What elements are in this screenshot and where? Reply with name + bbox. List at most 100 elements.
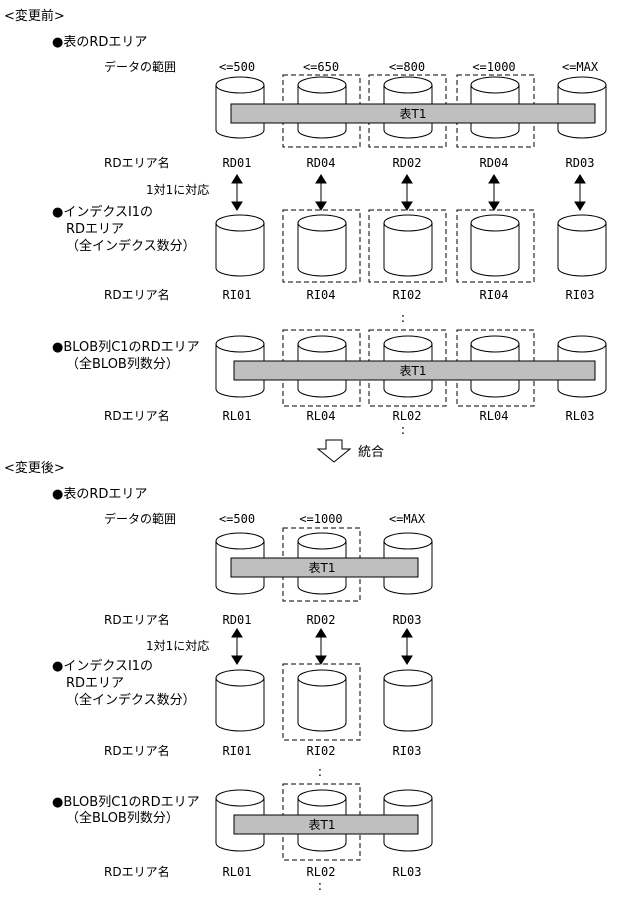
index-heading-line: ●インデクスI1の (52, 658, 153, 674)
blob-area-name: RL02 (393, 409, 422, 423)
rd-area-name: RD02 (307, 613, 336, 627)
before-double-arrows (231, 174, 586, 211)
range-label: <=500 (219, 60, 255, 74)
after-blob-row: 表T1 (215, 783, 433, 861)
index-heading-line: ●インデクスI1の (52, 204, 153, 220)
before-range-labels: <=500 <=650 <=800 <=1000 <=MAX (219, 60, 599, 74)
index-area-name: RI03 (393, 744, 422, 758)
cylinder (215, 214, 265, 277)
rd-area-name: RD03 (393, 613, 422, 627)
range-label: <=MAX (389, 512, 426, 526)
rd-area-name-label: RDエリア名 (104, 155, 170, 170)
index-heading-line: （全インデクス数分） (66, 692, 196, 708)
blob-rd-area-name-label: RDエリア名 (104, 864, 170, 879)
after-table-row: 表T1 (215, 527, 433, 602)
after-heading: <変更後> (4, 460, 65, 476)
cylinder (297, 532, 347, 595)
rd-area-name: RD02 (393, 156, 422, 170)
before-data-range-label: データの範囲 (104, 59, 176, 74)
index-rd-area-name-label: RDエリア名 (104, 743, 170, 758)
double-arrow-icon (315, 174, 327, 211)
before-section: <変更前> ●表のRDエリア データの範囲 <=500 <=650 <=800 … (4, 8, 607, 438)
index-area-name: RI01 (223, 744, 252, 758)
blob-area-name: RL04 (307, 409, 336, 423)
after-table-heading: ●表のRDエリア (52, 487, 147, 502)
cylinder (383, 669, 433, 732)
double-arrow-icon (231, 174, 243, 211)
index-rd-area-name-label: RDエリア名 (104, 287, 170, 302)
rd-area-name: RD04 (480, 156, 509, 170)
before-heading: <変更前> (4, 8, 65, 24)
table-bar (230, 103, 596, 124)
index-heading-line: RDエリア (66, 222, 124, 237)
table-bar (233, 360, 596, 381)
cylinder (297, 669, 347, 732)
after-double-arrows (231, 628, 413, 665)
table-name: 表T1 (309, 561, 336, 575)
index-area-name: RI01 (223, 288, 252, 302)
after-index-area-names: RI01 RI02 RI03 (223, 744, 422, 758)
rd-area-name: RD01 (223, 613, 252, 627)
before-blob-heading: ●BLOB列C1のRDエリア （全BLOB列数分） (52, 340, 200, 372)
table-name: 表T1 (400, 107, 427, 121)
cylinder (215, 669, 265, 732)
range-label: <=650 (303, 60, 339, 74)
correspondence-label: 1対1に対応 (146, 183, 209, 197)
rd-area-name-label: RDエリア名 (104, 612, 170, 627)
range-label: <=500 (219, 512, 255, 526)
dashed-frame (282, 209, 361, 283)
cylinder (297, 214, 347, 277)
rd-area-name: RD01 (223, 156, 252, 170)
double-arrow-icon (231, 628, 243, 665)
after-section: <変更後> ●表のRDエリア データの範囲 <=500 <=1000 <=MAX… (4, 460, 433, 894)
range-label: <=1000 (299, 512, 342, 526)
double-arrow-icon (488, 174, 500, 211)
table-bar (230, 557, 419, 578)
dashed-frame (282, 663, 361, 741)
blob-area-name: RL03 (566, 409, 595, 423)
after-blob-heading: ●BLOB列C1のRDエリア （全BLOB列数分） (52, 795, 200, 826)
index-heading-line: RDエリア (66, 676, 124, 691)
after-index-heading: ●インデクスI1の RDエリア （全インデクス数分） (52, 658, 196, 708)
blob-rd-area-name-label: RDエリア名 (104, 408, 170, 423)
before-blob-row: 表T1 (215, 329, 607, 407)
after-index-row (215, 663, 433, 741)
ellipsis: : (401, 311, 405, 326)
blob-table-name: 表T1 (400, 364, 427, 378)
before-index-area-names: RI01 RI04 RI02 RI04 RI03 (223, 288, 595, 302)
dashed-frame (368, 209, 447, 283)
cylinder (470, 214, 520, 277)
blob-heading-line: （全BLOB列数分） (66, 356, 179, 372)
blob-heading-line: ●BLOB列C1のRDエリア (52, 795, 200, 810)
ellipsis: : (318, 765, 322, 780)
after-range-labels: <=500 <=1000 <=MAX (219, 512, 426, 526)
range-label: <=1000 (472, 60, 515, 74)
blob-heading-line: （全BLOB列数分） (66, 810, 179, 826)
table-bar (233, 814, 419, 835)
double-arrow-icon (574, 174, 586, 211)
blob-area-name: RL01 (223, 409, 252, 423)
blob-heading-line: ●BLOB列C1のRDエリア (52, 340, 200, 355)
blob-area-name: RL03 (393, 865, 422, 879)
before-table-row: 表T1 (215, 74, 607, 148)
blob-area-name: RL04 (480, 409, 509, 423)
merge-label: 統合 (358, 445, 384, 460)
rd-area-name: RD04 (307, 156, 336, 170)
range-label: <=800 (389, 60, 425, 74)
before-index-row (215, 209, 607, 283)
cylinder (215, 335, 265, 398)
before-index-heading: ●インデクスI1の RDエリア （全インデクス数分） (52, 204, 196, 254)
index-area-name: RI02 (393, 288, 422, 302)
index-area-name: RI02 (307, 744, 336, 758)
blob-area-name: RL02 (307, 865, 336, 879)
index-area-name: RI04 (307, 288, 336, 302)
down-arrow-icon (316, 439, 352, 463)
after-blob-area-names: RL01 RL02 RL03 (223, 865, 422, 879)
cylinder (557, 214, 607, 277)
index-heading-line: （全インデクス数分） (66, 238, 196, 254)
dashed-frame (456, 209, 535, 283)
double-arrow-icon (401, 174, 413, 211)
merge-indicator: 統合 (316, 439, 384, 463)
before-blob-area-names: RL01 RL04 RL02 RL04 RL03 (223, 409, 595, 423)
